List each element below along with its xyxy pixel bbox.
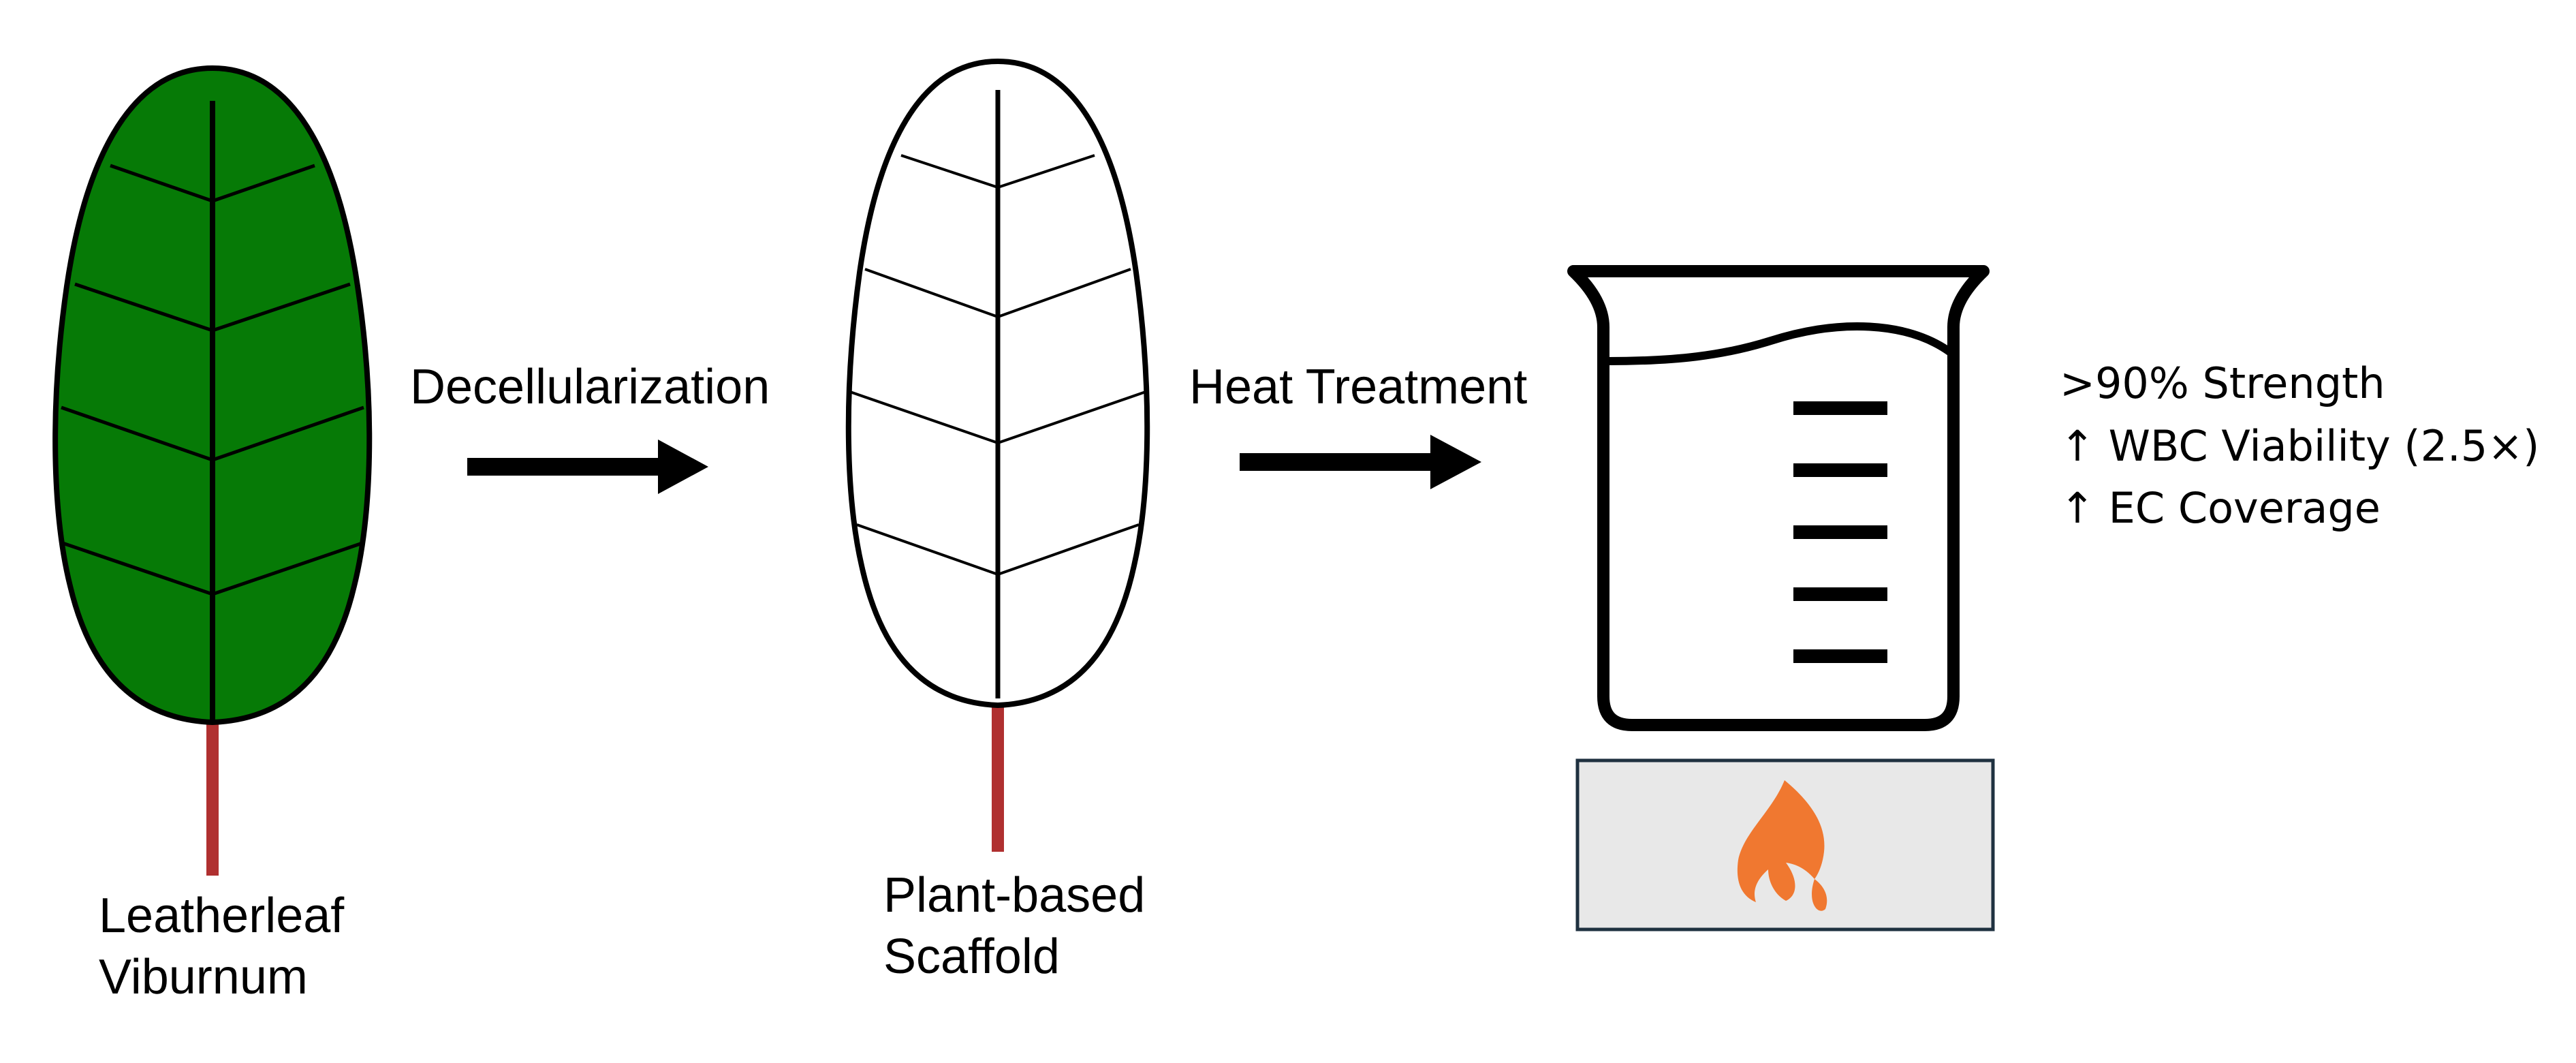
beaker-liquid-line: [1603, 322, 1953, 365]
hot-plate-icon: [1575, 758, 1995, 931]
flame-icon: [1737, 780, 1827, 911]
leaf-source-label-line1: Leatherleaf: [99, 889, 345, 943]
leaf-veins: [61, 101, 364, 722]
leaf-source-label-line2: Viburnum: [99, 950, 308, 1004]
beaker-body: [1567, 265, 1990, 731]
results-list: >90% Strength ↑ WBC Viability (2.5×) ↑ E…: [2060, 358, 2539, 533]
step1-label: Decellularization: [410, 360, 770, 414]
beaker-icon: [1567, 265, 1990, 731]
result-strength: >90% Strength: [2060, 358, 2385, 408]
beaker-graduations: [1793, 401, 1887, 663]
scaffold-stem: [992, 698, 1004, 852]
scaffold-label-line1: Plant-based: [883, 868, 1145, 923]
scaffold-veins: [849, 90, 1146, 698]
scaffold-leaf-icon: [845, 58, 1150, 852]
leaf-icon: [52, 65, 373, 876]
leaf-stem: [206, 715, 219, 876]
result-ec-coverage: ↑ EC Coverage: [2060, 483, 2381, 533]
arrow-right-icon: [467, 440, 708, 494]
scaffold-label-line2: Scaffold: [883, 929, 1060, 984]
arrow-right-icon: [1240, 435, 1481, 489]
step2-label: Heat Treatment: [1189, 360, 1527, 414]
result-wbc-viability: ↑ WBC Viability (2.5×): [2060, 421, 2539, 471]
